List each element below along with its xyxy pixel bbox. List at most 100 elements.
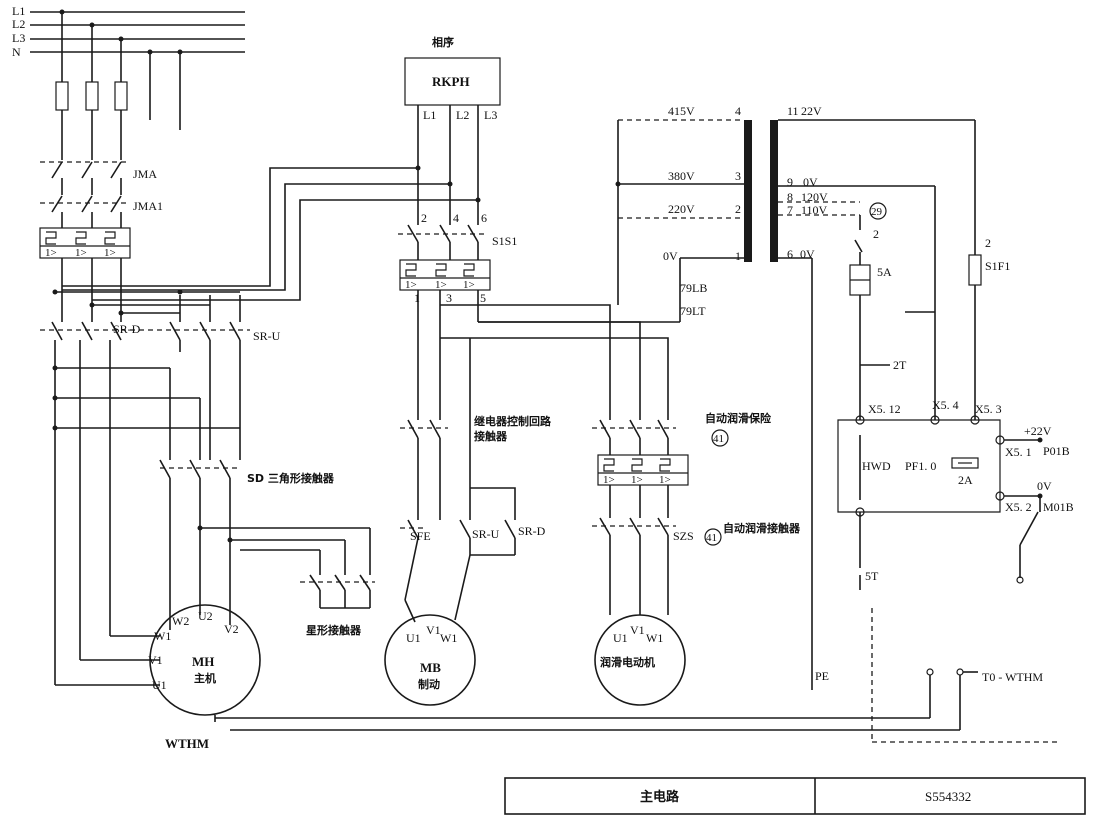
tx-sec-pin9: 9 [787,175,793,189]
ctrl-m01b: M01B [1043,500,1074,514]
main-motor [149,604,261,716]
bus-l1-label: L1 [12,4,25,18]
ctrl-p22: +22V [1024,424,1052,438]
lube-overload-3: 1> [659,474,671,486]
marker-41a-circle [711,429,729,447]
lube-motor-branch [440,120,689,706]
lube-motor-v1: V1 [630,623,645,637]
marker-41b-circle [704,528,722,546]
tx-sec-110v: 110V [801,203,828,217]
brake-motor-name: MB [420,660,441,675]
ctrl-x54: X5. 4 [932,398,959,412]
phase-relay-wiring [62,105,491,420]
s1s1-term-3: 3 [446,291,452,305]
tx-primary-0v: 0V [663,249,678,263]
ctrl-pf: PF1. 0 [905,459,936,473]
ctrl-p01b: P01B [1043,444,1070,458]
control-circuit [837,120,1043,590]
phase-relay-box [404,57,501,106]
lube-overload-2: 1> [631,474,643,486]
phase-relay-title: 相序 [432,35,454,49]
main-motor-wthm: WTHM [165,736,209,751]
pe-label: PE [815,669,829,683]
tx-primary-pin2: 2 [735,202,741,216]
sr-u2-label: SR-U [472,527,500,541]
main-motor-u1: U1 [152,678,167,692]
marker-29: 29 [871,206,883,218]
sr-d2-label: SR-D [518,524,546,538]
s1s1-term-1: 1 [414,291,420,305]
relay-ctrl-label-1: 继电器控制回路 [474,414,552,428]
ctrl-x52: X5. 2 [1005,500,1032,514]
title-block-code: S554332 [925,789,971,804]
overload-3: 1> [104,247,116,259]
jma-label: JMA [133,167,157,181]
tx-79lb: 79LB [680,281,707,295]
star-contactor-label: 星形接触器 [306,623,362,637]
supply-bus [30,9,245,130]
ctrl-hwd: HWD [862,459,891,473]
tx-sec-pin11: 11 [787,104,799,118]
lube-motor-name: 润滑电动机 [600,655,655,669]
tx-sec-120v: 120V [801,190,828,204]
tx-sec-pin8: 8 [787,190,793,204]
main-motor-name: MH [192,654,214,669]
main-motor-v2: V2 [224,622,239,636]
sr-d-label: SR-D [113,322,141,336]
ctrl-5a: 5A [877,265,892,279]
brake-motor-u1: U1 [406,631,421,645]
ctrl-0v: 0V [1037,479,1052,493]
bus-l2-label: L2 [12,17,25,31]
phase-relay-pin-l2: L2 [456,108,469,122]
main-motor-w2: W2 [172,614,189,628]
ctrl-s1f1: S1F1 [985,259,1010,273]
ctrl-x51: X5. 1 [1005,445,1032,459]
marker-29-circle [869,202,887,220]
sr-u-label: SR-U [253,329,281,343]
main-motor-w1: W1 [154,629,171,643]
ctrl-x53: X5. 3 [975,402,1002,416]
tx-primary-415v: 415V [668,104,695,118]
main-motor-v1: V1 [148,653,163,667]
lube-overload-1: 1> [603,474,615,486]
overload-2: 1> [75,247,87,259]
tx-primary-220v: 220V [668,202,695,216]
ctrl-2t: 2T [893,358,907,372]
tx-sec-0v-a: 0V [803,175,818,189]
brake-motor-subname: 制动 [418,677,440,691]
tx-primary-pin1: 1 [735,249,741,263]
phase-relay-pin-l3: L3 [484,108,497,122]
brake-motor-w1: W1 [440,631,457,645]
ctrl-fuse-2a: 2A [958,473,973,487]
overload-1: 1> [45,247,57,259]
s1s1-term-5: 5 [480,291,486,305]
star-contactor [197,525,375,609]
relay-ctrl-label-2: 接触器 [474,429,508,443]
tx-primary-pin3: 3 [735,169,741,183]
s1s1-overload-2: 1> [435,279,447,291]
bus-l3-label: L3 [12,31,25,45]
title-block-name: 主电路 [640,789,680,805]
ctrl-2b: 2 [985,236,991,250]
phase-relay-name: RKPH [432,74,470,89]
s1s1-term-4: 4 [453,211,459,225]
s1s1-label: S1S1 [492,234,517,248]
bus-n-label: N [12,45,21,59]
main-motor-u2: U2 [198,609,213,623]
tx-sec-0v-b: 0V [800,247,815,261]
ctrl-x512: X5. 12 [868,402,901,416]
s1s1-overload-1: 1> [405,279,417,291]
to-wthm-label: T0 - WTHM [982,670,1043,684]
szs-label: SZS [673,529,694,543]
tx-sec-pin6: 6 [787,247,793,261]
main-motor-branch [39,12,250,686]
lube-motor-w1: W1 [646,631,663,645]
tx-79lt: 79LT [680,304,706,318]
marker-41b: 41 [706,532,717,544]
tx-sec-pin7: 7 [787,203,793,217]
sfe-label: SFE [410,529,431,543]
ctrl-2a: 2 [873,227,879,241]
s1s1-term-6: 6 [481,211,487,225]
brake-motor-branch [384,337,516,706]
